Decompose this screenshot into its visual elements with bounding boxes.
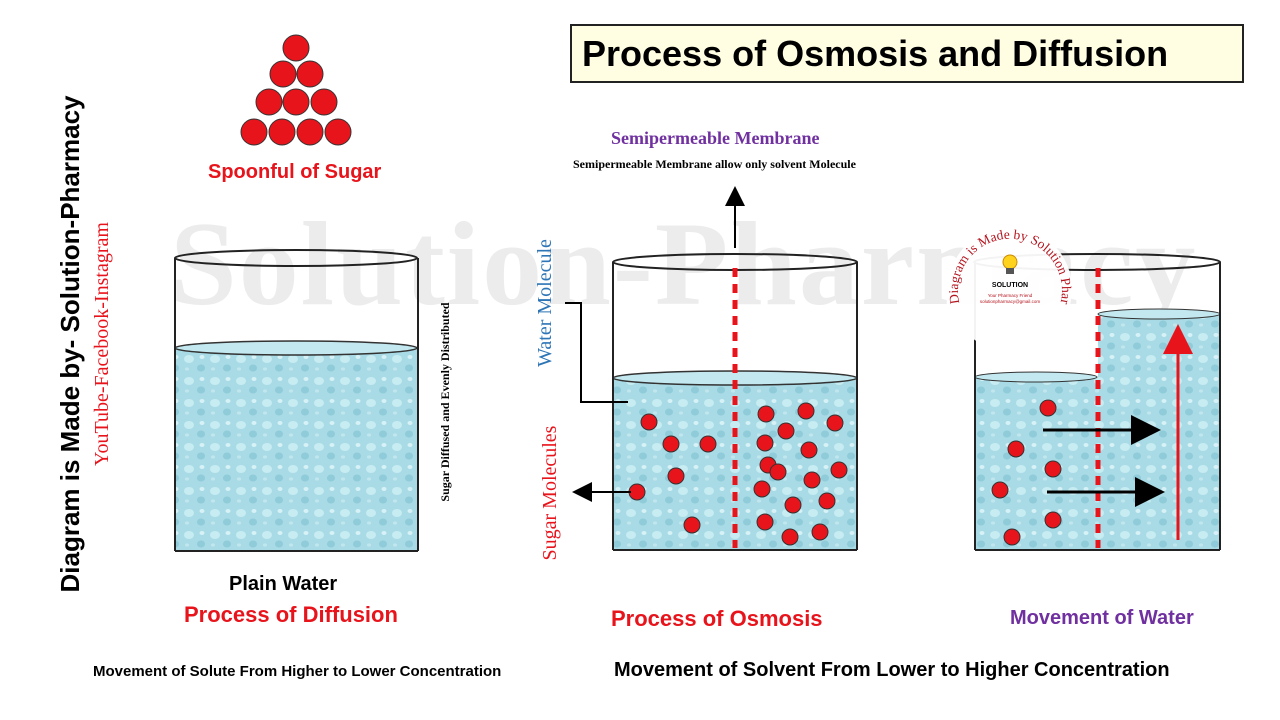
badge-center-email: solutionpharmacy@gmail.com (979, 299, 1041, 304)
diffusion-beaker (174, 249, 419, 552)
credit-main: Diagram is Made by- Solution-Pharmacy (55, 95, 85, 593)
page-title: Process of Osmosis and Diffusion (570, 24, 1244, 83)
movement-of-water-label: Movement of Water (1010, 607, 1194, 629)
water-molecule-pointer (565, 302, 628, 403)
water-molecule-label: Water Molecule (534, 239, 556, 367)
credit-social: YouTube-Facebook-Instagram (91, 222, 113, 466)
sugar-diffused-label: Sugar Diffused and Evenly Distributed (438, 302, 452, 502)
osmosis-caption: Movement of Solvent From Lower to Higher… (614, 659, 1170, 681)
movement-sugar-molecules (991, 399, 1062, 546)
sugar-molecules-label: Sugar Molecules (539, 425, 561, 561)
spoonful-of-sugar-label: Spoonful of Sugar (208, 161, 382, 183)
osmosis-beaker (612, 253, 858, 551)
sugar-pyramid (240, 34, 352, 146)
movement-beaker (973, 253, 1221, 551)
diffusion-caption: Movement of Solute From Higher to Lower … (93, 663, 502, 680)
badge-center-sub: Your Pharmacy Friend (987, 293, 1033, 298)
plain-water-label: Plain Water (229, 573, 338, 595)
membrane-label: Semipermeable Membrane (611, 128, 820, 148)
osmosis-sugar-molecules (628, 402, 848, 546)
badge-center-title: SOLUTION (991, 282, 1029, 289)
membrane-note: Semipermeable Membrane allow only solven… (573, 157, 856, 171)
process-of-diffusion-label: Process of Diffusion (184, 602, 398, 627)
process-of-osmosis-label: Process of Osmosis (611, 606, 823, 631)
